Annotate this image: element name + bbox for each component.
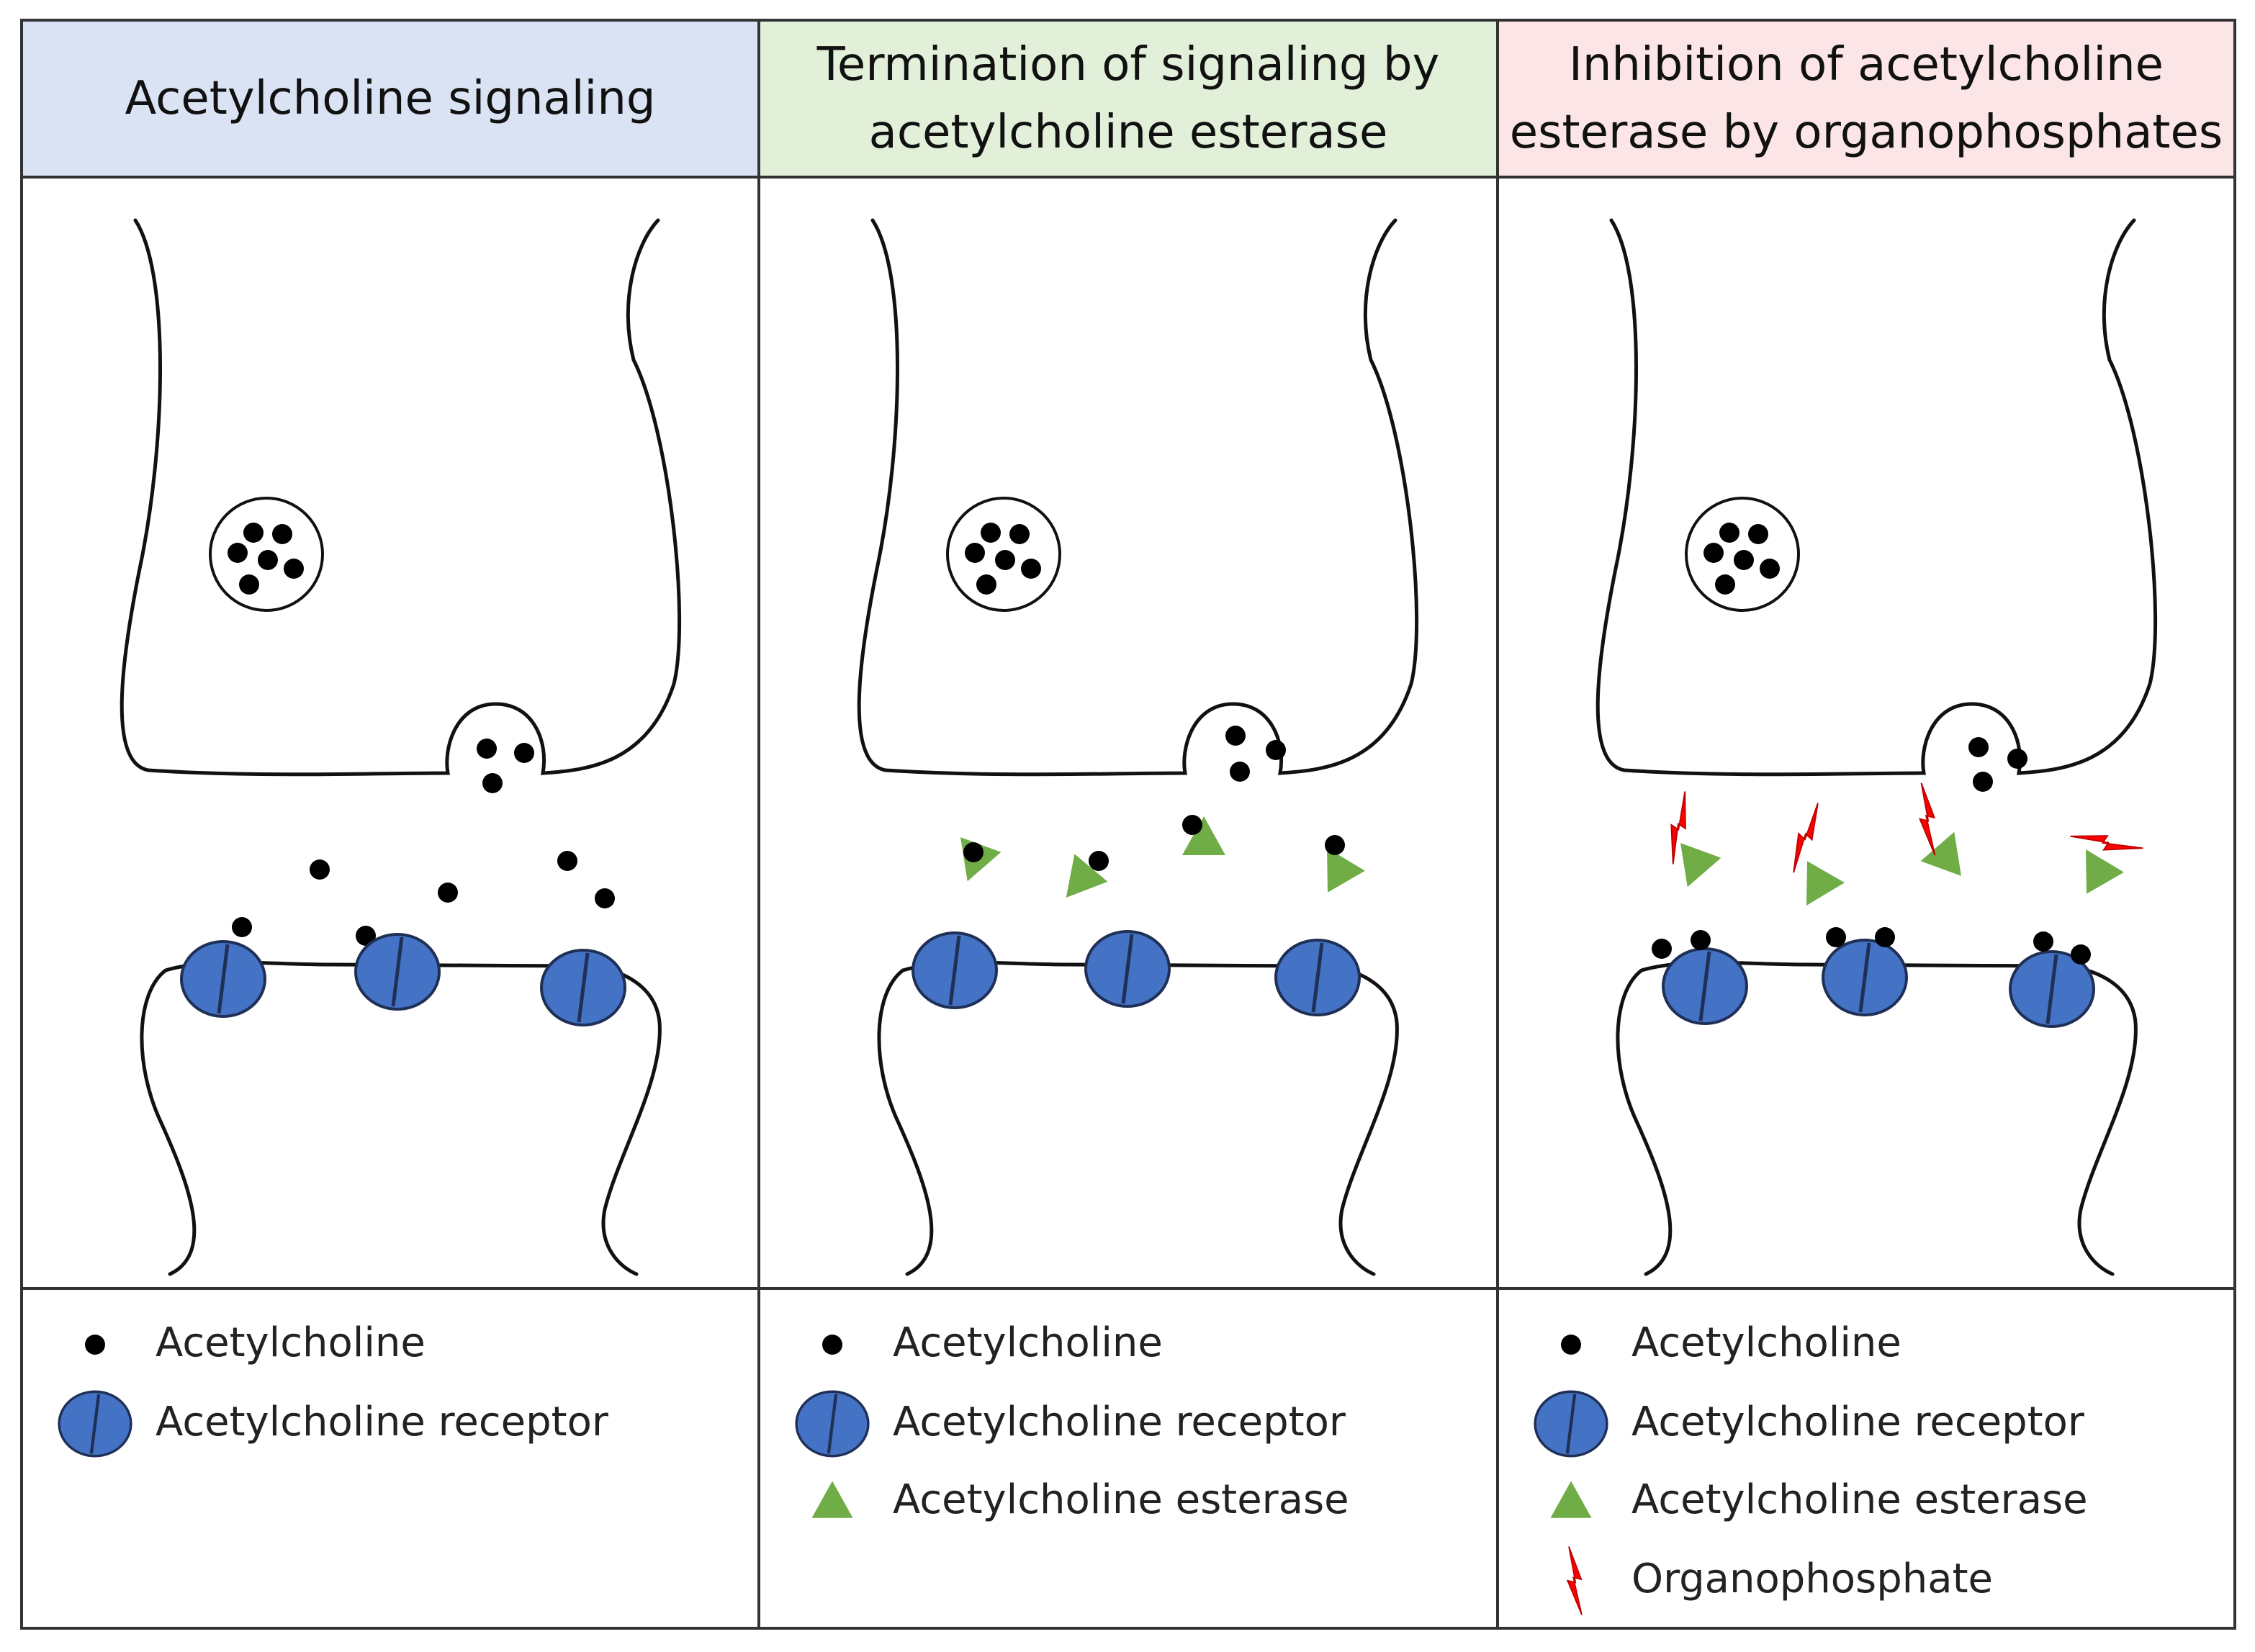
acetylcholine-dot bbox=[438, 883, 458, 903]
panel2-header-bg bbox=[759, 20, 1498, 177]
acetylcholine-receptor bbox=[913, 933, 996, 1008]
acetylcholine-dot bbox=[1652, 939, 1672, 959]
vesicle-acetylcholine-dot bbox=[284, 559, 304, 579]
acetylcholine-receptor bbox=[181, 942, 265, 1016]
esterase-triangle bbox=[1806, 861, 1845, 906]
vesicle-acetylcholine-dot bbox=[976, 574, 996, 595]
acetylcholine-receptor bbox=[541, 950, 625, 1025]
panel2-legend-esterase-triangle-icon bbox=[811, 1481, 853, 1518]
panel1-title: Acetylcholine signaling bbox=[22, 20, 759, 177]
panel1-title-line1: Acetylcholine signaling bbox=[125, 72, 656, 125]
acetylcholine-dot bbox=[1266, 740, 1286, 760]
presynaptic-terminal bbox=[1595, 218, 2158, 777]
panel3-legend-receptor-label: Acetylcholine receptor bbox=[1631, 1399, 2084, 1445]
panel1-legend-acetylcholine-dot-icon bbox=[85, 1335, 105, 1355]
acetylcholine-dot bbox=[2007, 749, 2027, 769]
panel3-legend-acetylcholine-dot-icon bbox=[1561, 1335, 1581, 1355]
organophosphate-bolt bbox=[1773, 802, 1838, 874]
panel1-legend-acetylcholine-label: Acetylcholine bbox=[156, 1319, 426, 1366]
vesicle-acetylcholine-dot bbox=[1715, 574, 1735, 595]
vesicle-acetylcholine-dot bbox=[272, 524, 292, 544]
panel3-legend-receptor-icon bbox=[1535, 1391, 1607, 1455]
panel2-legend-receptor-icon bbox=[796, 1391, 868, 1455]
panel3-title: Inhibition of acetylcholine esterase by … bbox=[1498, 20, 2235, 177]
acetylcholine-dot bbox=[482, 773, 503, 793]
acetylcholine-dot bbox=[1968, 737, 1989, 757]
acetylcholine-dot bbox=[1182, 815, 1202, 835]
esterase-triangle bbox=[1680, 843, 1721, 888]
panel2-synapse-scene bbox=[857, 218, 1419, 1276]
vesicle-acetylcholine-dot bbox=[228, 543, 248, 563]
acetylcholine-dot bbox=[557, 851, 577, 871]
acetylcholine-receptor bbox=[1663, 949, 1747, 1024]
panel3-legend-organophosphate-label: Organophosphate bbox=[1631, 1556, 1993, 1602]
acetylcholine-dot bbox=[1325, 835, 1345, 855]
acetylcholine-dot bbox=[963, 842, 984, 862]
esterase-triangle bbox=[2086, 849, 2124, 894]
panel3-legend-esterase-label: Acetylcholine esterase bbox=[1631, 1476, 2088, 1523]
panel1-header-bg bbox=[22, 20, 759, 177]
presynaptic-terminal bbox=[857, 218, 1419, 777]
acetylcholine-dot bbox=[232, 917, 252, 937]
acetylcholine-receptor bbox=[1823, 940, 1907, 1015]
acetylcholine-dot bbox=[1826, 927, 1846, 947]
panel3-title-line1: Inhibition of acetylcholine bbox=[1568, 38, 2164, 91]
acetylcholine-dot bbox=[310, 859, 330, 880]
acetylcholine-dot bbox=[1973, 772, 1993, 792]
panel2-legend-acetylcholine-label: Acetylcholine bbox=[893, 1319, 1163, 1366]
esterase-triangle bbox=[1920, 831, 1961, 876]
acetylcholine-receptor bbox=[356, 934, 439, 1009]
vesicle-acetylcholine-dot bbox=[243, 523, 264, 543]
esterase-triangle bbox=[1182, 816, 1225, 855]
panel3-synapse-scene bbox=[1595, 218, 2158, 1276]
acetylcholine-dot bbox=[356, 926, 376, 946]
acetylcholine-dot bbox=[595, 888, 615, 908]
panel3-header-bg bbox=[1498, 20, 2235, 177]
panel2-title-line1: Termination of signaling by bbox=[816, 38, 1440, 91]
vesicle-acetylcholine-dot bbox=[995, 550, 1015, 570]
esterase-triangle bbox=[1066, 854, 1108, 898]
acetylcholine-dot bbox=[2033, 931, 2053, 952]
vesicle-acetylcholine-dot bbox=[258, 550, 278, 570]
panel2-legend-receptor-label: Acetylcholine receptor bbox=[893, 1399, 1346, 1445]
panel-grid bbox=[20, 19, 2236, 1630]
vesicle-acetylcholine-dot bbox=[965, 543, 985, 563]
acetylcholine-dot bbox=[2071, 944, 2091, 965]
vesicle-acetylcholine-dot bbox=[1760, 559, 1780, 579]
vesicle-acetylcholine-dot bbox=[981, 523, 1001, 543]
vesicle-acetylcholine-dot bbox=[1021, 559, 1041, 579]
acetylcholine-dot bbox=[1230, 762, 1250, 782]
vesicle-acetylcholine-dot bbox=[1703, 543, 1724, 563]
panel3-legend-esterase-triangle-icon bbox=[1550, 1481, 1592, 1518]
panel2-legend-acetylcholine-dot-icon bbox=[822, 1335, 842, 1355]
panel2-title: Termination of signaling by acetylcholin… bbox=[759, 20, 1498, 177]
vesicle-acetylcholine-dot bbox=[1748, 524, 1768, 544]
panel1-legend-receptor-label: Acetylcholine receptor bbox=[156, 1399, 608, 1445]
vesicle-acetylcholine-dot bbox=[239, 574, 259, 595]
panel3-legend-acetylcholine-label: Acetylcholine bbox=[1631, 1319, 1901, 1366]
panel3-title-line2: esterase by organophosphates bbox=[1509, 106, 2223, 159]
panel2-title-line2: acetylcholine esterase bbox=[868, 106, 1388, 159]
panel1-synapse-scene bbox=[120, 218, 682, 1276]
acetylcholine-dot bbox=[1089, 851, 1109, 871]
acetylcholine-dot bbox=[1225, 726, 1246, 746]
vesicle-acetylcholine-dot bbox=[1719, 523, 1739, 543]
acetylcholine-dot bbox=[514, 743, 534, 763]
acetylcholine-dot bbox=[477, 739, 497, 759]
panel1-legend-receptor-icon bbox=[59, 1391, 131, 1455]
acetylcholine-receptor bbox=[1086, 931, 1169, 1006]
esterase-triangle bbox=[1327, 848, 1365, 893]
acetylcholine-dot bbox=[1875, 927, 1895, 947]
panel3-legend-organophosphate-bolt-icon bbox=[1539, 1545, 1611, 1616]
panel2-legend-esterase-label: Acetylcholine esterase bbox=[893, 1476, 1349, 1523]
vesicle-acetylcholine-dot bbox=[1009, 524, 1030, 544]
acetylcholine-dot bbox=[1691, 930, 1711, 950]
presynaptic-terminal bbox=[120, 218, 682, 777]
vesicle-acetylcholine-dot bbox=[1734, 550, 1754, 570]
acetylcholine-receptor bbox=[1276, 940, 1359, 1015]
